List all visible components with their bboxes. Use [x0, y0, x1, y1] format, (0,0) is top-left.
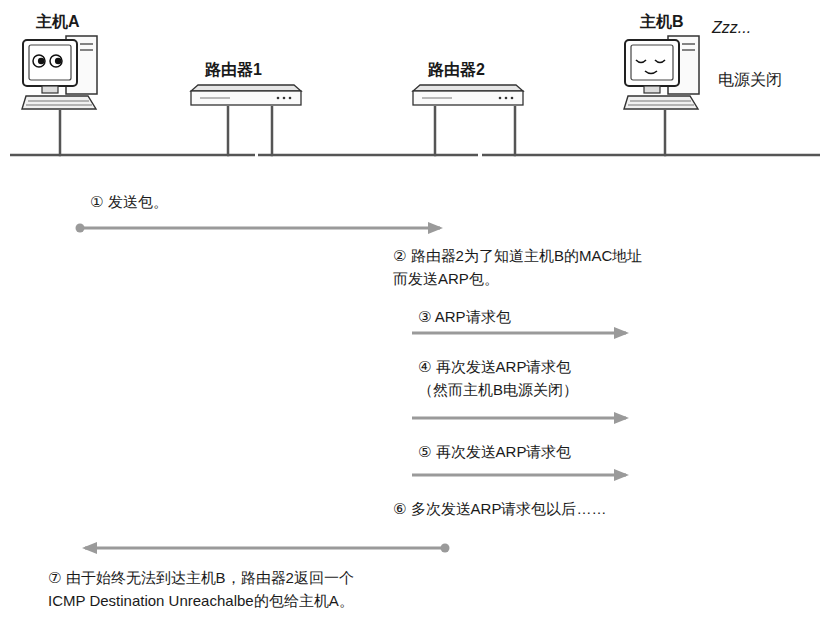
- pupil: [38, 58, 45, 65]
- arrow-start-dot: [76, 224, 85, 233]
- router-icon: [412, 84, 524, 106]
- tower-slot: [80, 49, 93, 50]
- monitor-screen: [29, 45, 71, 80]
- router-led: [499, 97, 502, 100]
- step-label: ② 路由器2为了知道主机B的MAC地址 而发送ARP包。: [393, 244, 645, 291]
- bus-segment: [482, 154, 516, 157]
- tower-slot: [80, 43, 93, 44]
- pupil: [55, 58, 62, 65]
- step-label: ③ ARP请求包: [418, 305, 511, 328]
- host-computer: 主机B Zzz... 电源关闭: [618, 10, 782, 110]
- arp-arrow: [412, 332, 626, 335]
- router-slot: [422, 98, 452, 99]
- host-label: 主机B: [640, 12, 684, 33]
- keyboard-row: [630, 101, 691, 102]
- closed-eye: [655, 60, 665, 63]
- network-cable: [272, 106, 435, 155]
- router-led: [289, 97, 292, 100]
- router-front: [191, 91, 301, 105]
- computer-drawing: [624, 36, 699, 109]
- monitor-stand: [644, 86, 660, 93]
- router-drawing: [191, 85, 301, 105]
- router-led: [277, 97, 280, 100]
- router-label: 路由器1: [205, 60, 262, 81]
- network-cable: [515, 106, 665, 155]
- computer-drawing: [22, 36, 97, 109]
- router-led: [505, 97, 508, 100]
- step-label: ⑥ 多次发送ARP请求包以后……: [393, 497, 606, 520]
- network-cable: [60, 106, 228, 155]
- monitor-screen: [631, 45, 673, 80]
- smile: [645, 71, 657, 74]
- router-drawing: [413, 85, 523, 105]
- keyboard-row: [628, 105, 694, 106]
- monitor-frame: [23, 40, 77, 86]
- power-off-note: 电源关闭: [718, 70, 782, 91]
- arrow-start-dot: [441, 544, 450, 553]
- bus-segment: [664, 154, 820, 157]
- tower-slot: [682, 49, 695, 50]
- keyboard: [22, 96, 96, 109]
- keyboard-row: [26, 105, 92, 106]
- bus-segment: [227, 154, 255, 157]
- router-top: [191, 85, 301, 91]
- sleep-mark: Zzz...: [712, 18, 751, 39]
- arp-arrow: [412, 474, 626, 477]
- icmp-arrow: [85, 547, 445, 550]
- step-label: ⑦ 由于始终无法到达主机B，路由器2返回一个 ICMP Destination …: [48, 566, 356, 613]
- host-computer-icon: [22, 34, 98, 110]
- arp-arrow: [412, 417, 626, 420]
- host-computer-icon: [624, 34, 700, 110]
- router-icon: [190, 84, 302, 106]
- eye: [33, 55, 45, 67]
- host-computer: 主机A: [20, 10, 98, 110]
- router: 路由器2: [408, 58, 524, 106]
- router-led: [511, 97, 514, 100]
- monitor-stand: [42, 86, 58, 93]
- step-label: ⑤ 再次发送ARP请求包: [418, 440, 571, 463]
- bus-segment: [10, 154, 61, 157]
- router-slot: [200, 98, 230, 99]
- step-label: ① 发送包。: [90, 190, 168, 213]
- router-front: [413, 91, 523, 105]
- router-top: [413, 85, 523, 91]
- monitor-frame: [625, 40, 679, 86]
- bus-segment: [434, 154, 478, 157]
- eye: [50, 55, 62, 67]
- keyboard: [624, 96, 698, 109]
- router-led: [283, 97, 286, 100]
- host-label: 主机A: [36, 12, 80, 33]
- router-label: 路由器2: [428, 60, 485, 81]
- step-label: ④ 再次发送ARP请求包 （然而主机B电源关闭）: [418, 355, 581, 402]
- tower-slot: [682, 43, 695, 44]
- message-arrows: [80, 228, 626, 548]
- keyboard-row: [28, 101, 89, 102]
- send-arrow: [80, 227, 440, 230]
- closed-eye: [636, 60, 646, 63]
- router: 路由器1: [186, 58, 302, 106]
